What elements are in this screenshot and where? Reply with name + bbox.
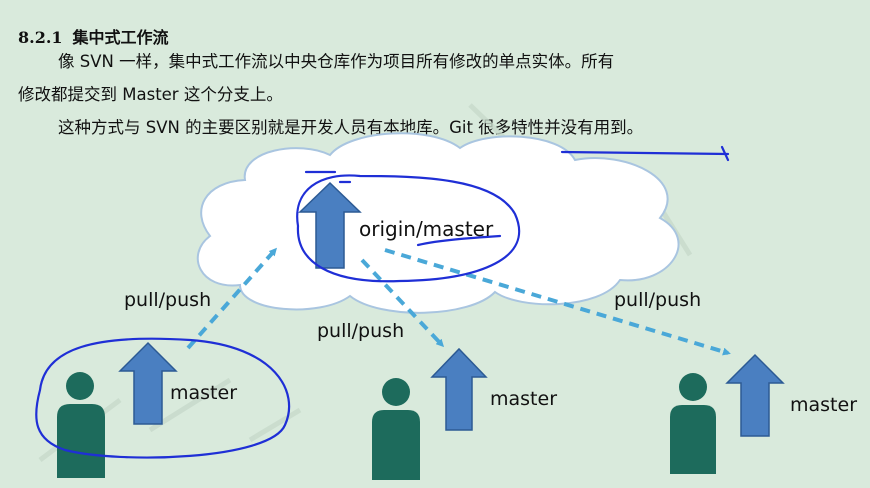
paragraph-1: 像 SVN 一样，集中式工作流以中央仓库作为项目所有修改的单点实体。所有 xyxy=(58,52,615,71)
pull-push-label-left: pull/push xyxy=(124,289,212,311)
handwritten-annotations xyxy=(35,145,730,459)
pull-push-label-right: pull/push xyxy=(614,289,702,311)
section-number: 8.2.1 xyxy=(18,28,63,47)
section-heading: 8.2.1 集中式工作流 xyxy=(18,24,169,48)
remote-branch-arrow xyxy=(298,181,362,269)
connector-middle xyxy=(360,258,445,348)
connector-right xyxy=(384,248,731,356)
local-branch-label-2: master xyxy=(490,388,558,410)
local-branch-label-3: master xyxy=(790,394,858,416)
pull-push-connectors xyxy=(186,247,731,356)
developer-1 xyxy=(57,341,178,478)
person-icon xyxy=(382,378,410,406)
pull-push-label-middle: pull/push xyxy=(317,320,405,342)
person-icon xyxy=(679,373,707,401)
developer-3 xyxy=(670,353,785,474)
local-branch-arrow-2 xyxy=(430,347,488,431)
remote-branch-label: origin/master xyxy=(359,217,494,241)
developer-2 xyxy=(372,347,488,480)
local-branch-arrow-3 xyxy=(725,353,785,437)
local-branch-arrow-1 xyxy=(118,341,178,425)
local-branch-label-1: master xyxy=(170,382,238,404)
paragraph-2: 修改都提交到 Master 这个分支上。 xyxy=(18,85,283,104)
connector-left xyxy=(186,247,277,350)
section-title: 集中式工作流 xyxy=(72,28,169,47)
person-icon xyxy=(66,372,94,400)
